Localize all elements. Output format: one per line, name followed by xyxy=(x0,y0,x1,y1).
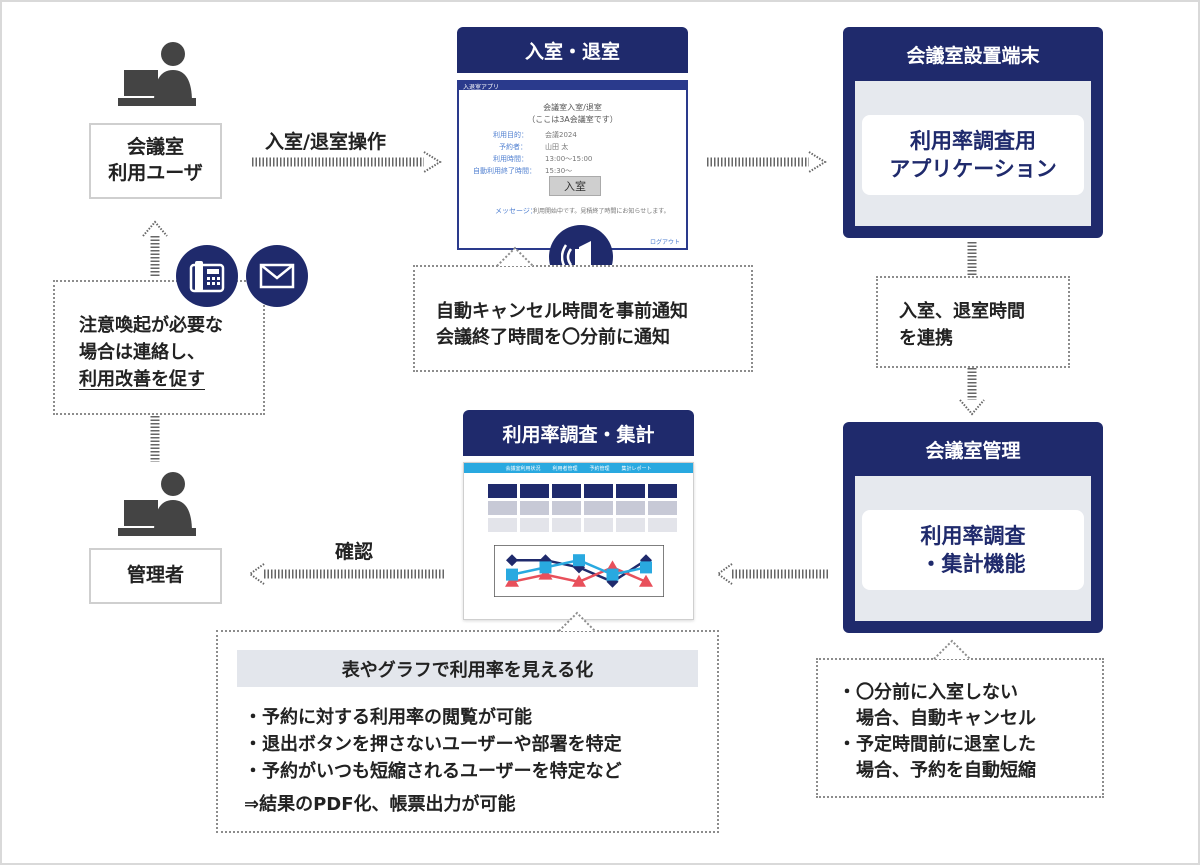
chart-point xyxy=(572,574,586,587)
row-label: 自動利用終了時間： xyxy=(473,167,536,175)
user-person-icon xyxy=(118,42,196,106)
terminal-title: 会議室設置端末 xyxy=(906,44,1040,67)
terminal-device: 会議室設置端末 利用率調査用 アプリケーション xyxy=(843,27,1103,238)
row-label: 利用目的： xyxy=(493,131,528,139)
chart-point xyxy=(539,561,552,574)
manage-note-line: 場合、自動キャンセル xyxy=(838,708,1036,730)
manage-card: 利用率調査 ・集計機能 xyxy=(862,510,1084,590)
manage-note-line: ・予定時間前に退室した xyxy=(838,734,1036,756)
arrow-up xyxy=(142,220,168,278)
manage-note-line: ・〇分前に入室しない xyxy=(838,682,1018,703)
row-value: 13:00〜15:00 xyxy=(545,155,593,163)
chart-point xyxy=(606,575,619,588)
notice-line: 自動キャンセル時間を事前通知 xyxy=(436,301,688,322)
chart-point xyxy=(506,568,518,581)
alert-note: 注意喚起が必要な 場合は連絡し、 利用改善を促す xyxy=(79,312,223,393)
stats-line-chart xyxy=(494,545,664,597)
dotted-connector-2 xyxy=(150,416,160,462)
user-label: 会議室 利用ユーザ xyxy=(89,123,222,199)
manage-device: 会議室管理 利用率調査 ・集計機能 xyxy=(843,422,1103,633)
manage-title: 会議室管理 xyxy=(925,439,1021,462)
row-value: 会議2024 xyxy=(545,131,577,139)
screen-header: 入退室アプリ xyxy=(463,84,500,91)
notice-pointer xyxy=(496,246,534,267)
admin-label: 管理者 xyxy=(89,548,222,604)
bullet-line: ・予約に対する利用率の閲覧が可能 xyxy=(244,707,532,728)
arrow-left-1 xyxy=(716,563,828,585)
arrow-left-2 xyxy=(248,563,446,585)
notice-box xyxy=(413,265,753,372)
enter-exit-title: 入室・退室 xyxy=(457,27,688,73)
link-note: 入室、退室時間 を連携 xyxy=(899,301,1025,349)
admin-person-icon xyxy=(118,472,196,536)
chart-point xyxy=(506,554,518,567)
enter-button[interactable]: 入室 xyxy=(549,176,601,196)
row-value: 山田 太 xyxy=(545,143,569,151)
alert-note-box xyxy=(53,280,265,415)
stats-nav-item[interactable]: 会議室利用状況 xyxy=(505,465,541,472)
chart-point xyxy=(639,574,653,587)
chart-point xyxy=(505,574,519,587)
chart-point xyxy=(573,554,585,567)
chart-point xyxy=(606,568,619,581)
terminal-card: 利用率調査用 アプリケーション xyxy=(862,115,1084,195)
stats-nav-item[interactable]: 集計レポート xyxy=(621,465,652,472)
stats-nav-item[interactable]: 利用者管理 xyxy=(552,465,578,472)
enter-exit-screen: 入退室アプリ 会議室入室/退室 （ここは3A会議室です） 利用目的： 会議202… xyxy=(457,80,688,250)
enter-exit-op-label: 入室/退室操作 xyxy=(265,131,386,153)
bottom-note-heading: 表やグラフで利用率を見える化 xyxy=(237,650,698,687)
mail-icon xyxy=(246,245,308,307)
message-label: メッセージ： xyxy=(495,207,537,215)
dotted-connector-1 xyxy=(967,242,977,278)
screen-heading1: 会議室入室/退室 xyxy=(543,103,602,112)
bottom-note-pointer xyxy=(558,611,596,632)
stats-table xyxy=(488,484,677,532)
phone-icon xyxy=(176,245,238,307)
alert-note-line: 場合は連絡し、 xyxy=(79,342,205,363)
stats-nav-item[interactable]: 予約管理 xyxy=(589,465,610,472)
arrow-down xyxy=(959,368,985,416)
manage-note-line: 場合、予約を自動短縮 xyxy=(838,760,1036,782)
bottom-note-result: ⇒結果のPDF化、帳票出力が可能 xyxy=(244,794,516,815)
stats-title: 利用率調査・集計 xyxy=(463,410,694,456)
manage-notes: ・〇分前に入室しない 場合、自動キャンセル ・予定時間前に退室した 場合、予約を… xyxy=(838,680,1036,784)
screen-heading2: （ここは3A会議室です） xyxy=(527,115,618,124)
notice-line: 会議終了時間を〇分前に通知 xyxy=(436,327,670,348)
chart-point xyxy=(539,554,552,567)
row-label: 利用時間： xyxy=(493,155,528,163)
alert-note-line: 利用改善を促す xyxy=(79,369,205,390)
chart-point xyxy=(538,567,553,580)
manage-notes-pointer xyxy=(933,639,971,660)
chart-point xyxy=(640,561,652,574)
bottom-note-bullets: ・予約に対する利用率の閲覧が可能 ・退出ボタンを押さないユーザーや部署を特定 ・… xyxy=(244,704,622,785)
arrow-right-2 xyxy=(707,151,827,173)
row-label: 予約者： xyxy=(499,143,527,151)
arrow-right-1 xyxy=(252,151,442,173)
row-value: 15:30〜 xyxy=(545,167,573,175)
bullet-line: ・予約がいつも短縮されるユーザーを特定など xyxy=(244,761,622,782)
alert-note-line: 注意喚起が必要な xyxy=(79,315,223,336)
link-note-box xyxy=(876,276,1070,368)
logout-link[interactable]: ログアウト xyxy=(649,239,680,246)
stats-screen: 会議室利用状況 利用者管理 予約管理 集計レポート xyxy=(463,462,694,620)
message-text: 利用開始中です。見積終了時間にお知らせします。 xyxy=(533,208,670,215)
chart-point xyxy=(640,554,652,567)
confirm-label: 確認 xyxy=(335,541,374,563)
bullet-line: ・退出ボタンを押さないユーザーや部署を特定 xyxy=(244,734,622,755)
